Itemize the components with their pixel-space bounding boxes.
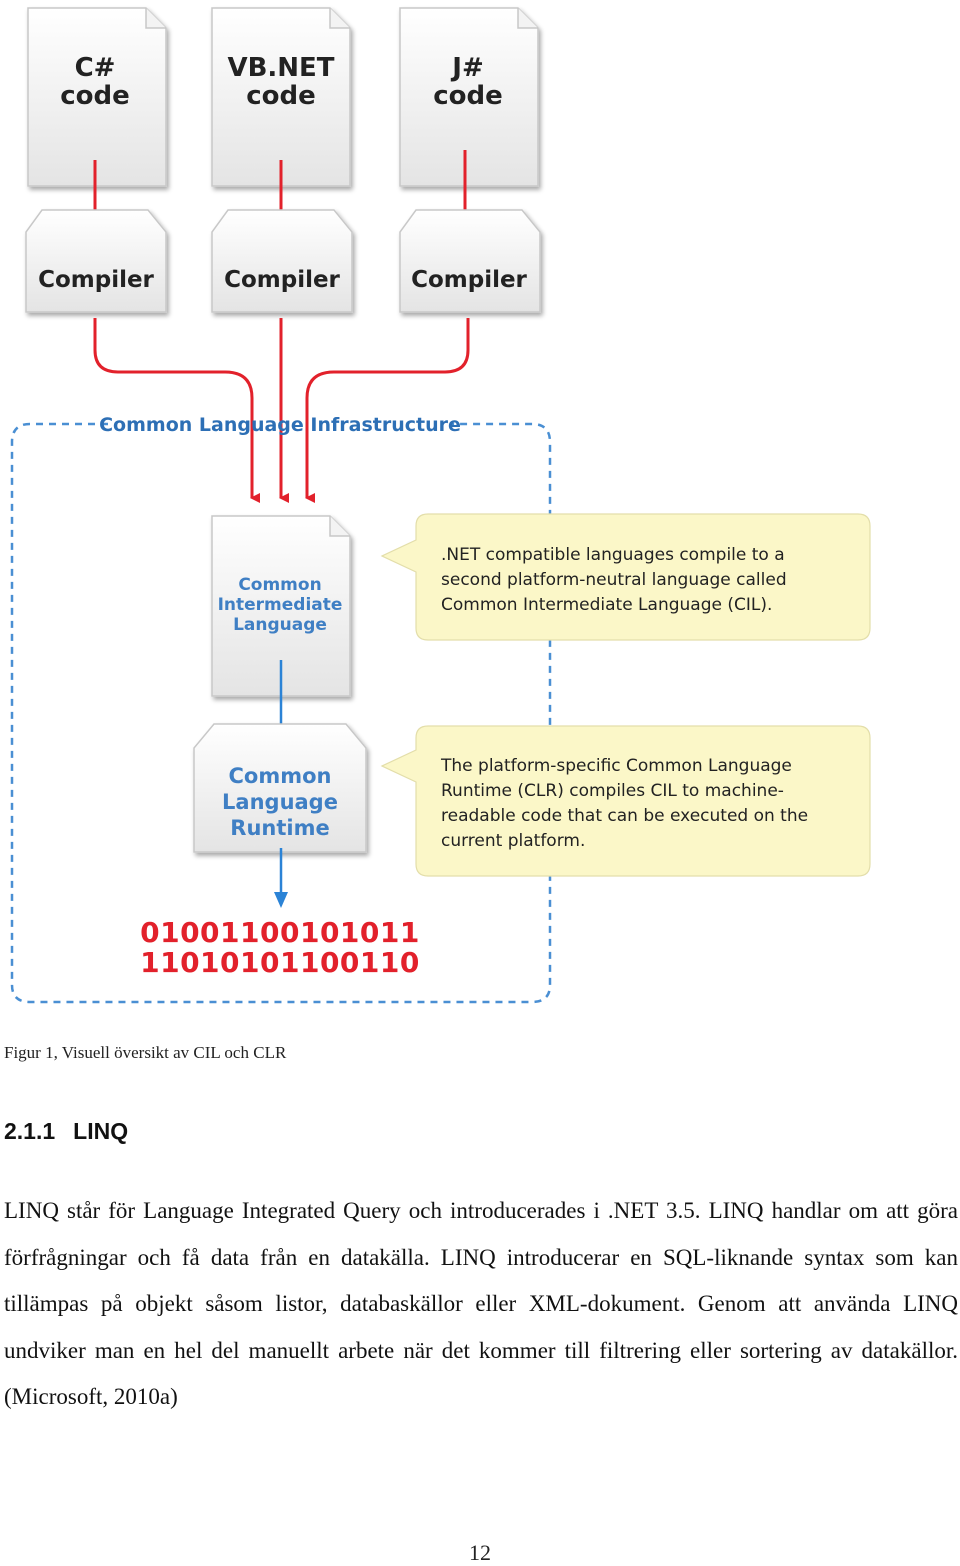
- cli-title: Common Language Infrastructure: [99, 414, 461, 436]
- arrowhead-clr-binary: [274, 892, 288, 908]
- callout-clr-line-2: Runtime (CLR) compiles CIL to machine-: [441, 781, 784, 801]
- cil-label-1: Common: [238, 575, 321, 595]
- source-doc-csharp: [27, 7, 167, 187]
- compiler-label-3: Compiler: [411, 267, 527, 293]
- section-title: LINQ: [73, 1118, 129, 1144]
- source-doc-vbnet: [211, 7, 351, 187]
- compiler-label-2: Compiler: [224, 267, 340, 293]
- source-sub-1: code: [60, 81, 130, 111]
- cil-label-2: Intermediate: [218, 595, 343, 615]
- compiler-box-2: [211, 209, 353, 313]
- callout-cil: [380, 513, 871, 641]
- callout-clr-line-4: current platform.: [441, 831, 585, 851]
- section-number: 2.1.1: [4, 1118, 56, 1144]
- clr-label-1: Common: [229, 764, 332, 788]
- clr-box: [193, 723, 367, 853]
- source-doc-jsharp: [399, 7, 539, 187]
- binary-line-2: 11010101100110: [140, 946, 420, 979]
- source-label-1: C#: [75, 53, 116, 83]
- source-label-2: VB.NET: [227, 53, 334, 83]
- callout-clr-line-3: readable code that can be executed on th…: [441, 806, 808, 826]
- callout-cil-line-3: Common Intermediate Language (CIL).: [441, 595, 772, 615]
- section-heading: 2.1.1 LINQ: [4, 1118, 128, 1145]
- page-number: 12: [469, 1540, 491, 1565]
- body-paragraph: LINQ står för Language Integrated Query …: [4, 1198, 958, 1409]
- cil-document: [211, 515, 351, 697]
- compiler-box-3: [399, 209, 541, 313]
- cil-label-3: Language: [233, 615, 327, 635]
- compiler-box-1: [25, 209, 167, 313]
- source-label-3: J#: [450, 53, 483, 83]
- cli-boundary: [10, 422, 552, 1004]
- cil-clr-diagram: C# code VB.NET code J# code Compiler Com…: [10, 7, 871, 1004]
- arrow-compiler-cil-3: [305, 318, 470, 503]
- callout-clr-line-1: The platform-specific Common Language: [440, 756, 792, 776]
- source-sub-2: code: [246, 81, 316, 111]
- callout-clr: [380, 725, 871, 877]
- callout-cil-line-2: second platform-neutral language called: [441, 570, 787, 590]
- compiler-label-1: Compiler: [38, 267, 154, 293]
- binary-line-1: 01001100101011: [140, 916, 420, 949]
- source-sub-3: code: [433, 81, 503, 111]
- figure-caption: Figur 1, Visuell översikt av CIL och CLR: [4, 1043, 287, 1062]
- clr-label-2: Language: [222, 790, 338, 814]
- arrow-compiler-cil-1: [93, 318, 260, 503]
- clr-label-3: Runtime: [230, 816, 329, 840]
- callout-cil-line-1: .NET compatible languages compile to a: [441, 545, 785, 565]
